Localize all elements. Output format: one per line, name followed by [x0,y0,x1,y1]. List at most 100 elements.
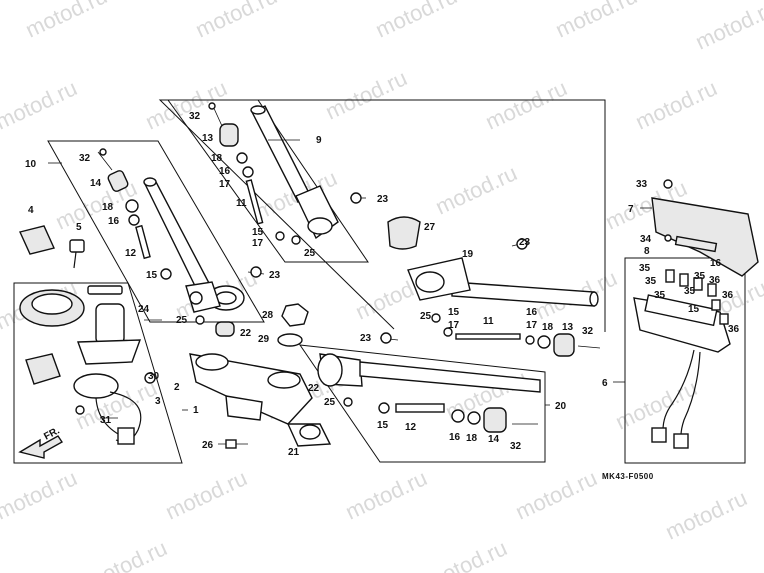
group-frames [13,99,746,464]
callout-15: 15 [377,420,389,431]
watermark: motod.ru [322,65,411,124]
callout-3: 3 [155,396,161,407]
callout-8: 8 [644,246,650,257]
callout-31: 31 [100,415,112,426]
handle-clamp-bore [317,353,343,387]
callout-11: 11 [483,316,494,327]
clip-plate [25,353,61,385]
arrow-icon [18,435,64,459]
fuse-36 [711,299,721,311]
watermark: motod.ru [632,75,721,134]
rod-11 [455,333,521,340]
switch-unit-plug [673,433,689,449]
loose-parts [19,179,759,347]
cap-13 [553,333,575,357]
relay-35 [693,277,703,291]
watermark: motod.ru [0,75,81,134]
cap-14 [107,170,129,192]
callout-labels: 1 2 3 4 5 6 7 8 9 10 11 11 12 12 13 13 1… [25,111,740,458]
callout-26: 26 [202,440,214,451]
clip-34 [664,234,672,242]
callout-35: 35 [694,271,706,282]
watermark: motod.ru [0,465,81,524]
watermark: motod.ru [512,465,601,524]
screw-31 [75,405,85,415]
callout-23: 23 [360,333,372,344]
switch-unit-parts [633,269,731,449]
frame-20-right-handle-lower [298,344,546,463]
right-handle-lower-parts [317,353,541,433]
callout-9: 9 [316,135,322,146]
key-small [87,285,123,295]
handle-pipe-end [589,291,599,307]
callout-30: 30 [148,371,160,382]
rod-11 [245,179,264,225]
callout-16: 16 [108,216,120,227]
switch-unit-plate [644,294,718,327]
screw-32-head [208,102,216,110]
callout-32: 32 [510,441,522,452]
callout-25: 25 [324,397,336,408]
callout-13: 13 [202,133,214,144]
washer-18 [537,335,551,349]
callout-17: 17 [526,320,538,331]
callout-33: 33 [636,179,648,190]
washer-18 [125,199,139,213]
callout-15: 15 [252,227,264,238]
diagram-code: MK43-F0500 [602,472,654,481]
clip-30 [144,372,156,384]
top-bridge-parts [189,353,332,449]
nut-16 [128,214,140,226]
callout-23: 23 [519,237,531,248]
handle-pipe [359,361,541,393]
screw-32 [97,151,113,171]
callout-14: 14 [90,178,102,189]
rod-12 [395,403,445,413]
switch-connector [73,373,119,399]
watermark: motod.ru [662,485,751,544]
bolt-23-head [250,266,262,278]
front-direction-arrow: FR. [18,425,64,459]
callout-17: 17 [252,238,264,249]
callout-35: 35 [639,263,651,274]
switch-body [95,303,125,345]
key-5-blade [73,251,77,269]
watermark: motod.ru [372,0,461,43]
callout-32: 32 [79,153,91,164]
callout-1: 1 [193,405,199,416]
callout-32: 32 [189,111,201,122]
callout-35: 35 [684,286,696,297]
callout-16: 16 [449,432,461,443]
callout-22: 22 [308,383,320,394]
callout-23: 23 [377,194,389,205]
callout-15: 15 [448,307,460,318]
watermark: motod.ru [432,160,521,219]
watermark: motod.ru [82,535,171,573]
callout-11: 11 [236,198,247,209]
nut-17 [525,335,535,345]
switch-unit-plug [651,427,667,443]
screw-33 [663,179,673,189]
callout-23: 23 [269,270,281,281]
callout-25: 25 [176,315,188,326]
bolt-25 [195,315,205,325]
callout-27: 27 [424,222,436,233]
bolt-head [189,291,203,305]
bolt-26-head [225,439,237,449]
callout-18: 18 [466,433,478,444]
screw-32-head [99,148,107,156]
callout-13: 13 [562,322,574,333]
handle-pipe-end [250,105,266,115]
callout-19: 19 [462,249,474,260]
nut-16 [242,166,254,178]
bolt-23-head [350,192,362,204]
watermark: motod.ru [192,0,281,43]
watermark: motod.ru [22,0,111,43]
washer-18 [467,411,481,425]
callout-18: 18 [542,322,554,333]
callout-35: 35 [654,290,666,301]
washer-29 [277,333,303,347]
callout-32: 32 [582,326,594,337]
callout-36: 36 [728,324,740,335]
right-handle-parts [407,257,601,357]
